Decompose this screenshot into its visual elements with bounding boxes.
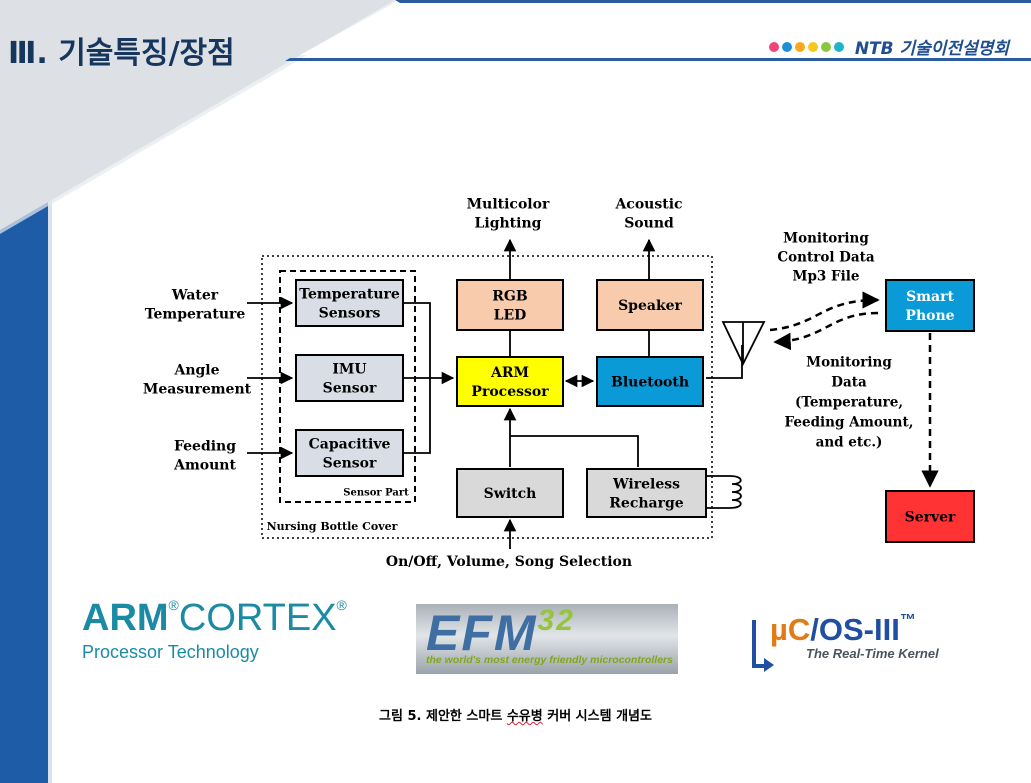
- arm-cortex-logo: ARM®CORTEX® Processor Technology: [82, 597, 382, 672]
- page-title: Ⅲ. 기술특징/장점: [8, 36, 235, 71]
- brand-dot: [768, 41, 779, 52]
- header-blue-underline: [285, 58, 1031, 61]
- ucos-bracket-icon: [752, 620, 770, 668]
- arm-processor-box: [456, 356, 564, 407]
- brand-label: NTB 기술이전설명회: [768, 34, 1009, 59]
- line-wireless-to-arm: [510, 435, 639, 467]
- sensor-part-border: [279, 270, 416, 503]
- server-box: [885, 490, 975, 543]
- speaker-box: [596, 279, 704, 331]
- ucos-wordmark: µC/OS-III™: [770, 612, 916, 647]
- speaker-label: Speaker: [618, 298, 682, 314]
- ucos-logo: µC/OS-III™ The Real-Time Kernel: [748, 612, 1008, 672]
- sensor-part-label: Sensor Part: [343, 488, 409, 499]
- recharge-coil: [706, 475, 742, 509]
- top-blue-line: [395, 0, 1031, 3]
- line-bt-antenna: [706, 345, 743, 379]
- arm-cortex-subtitle: Processor Technology: [82, 642, 259, 662]
- wireless-from-phone: [773, 311, 879, 351]
- efm32-tagline: the world's most energy friendly microco…: [426, 654, 673, 666]
- efm32-wordmark: EFM32: [426, 604, 575, 661]
- cover-border: [261, 255, 713, 539]
- left-bar-edge: [48, 0, 52, 783]
- capacitive-sensor-box: [295, 429, 404, 477]
- user-input-label: On/Off, Volume, Song Selection: [386, 554, 632, 570]
- brand-dot: [794, 41, 805, 52]
- caption-part-1: 그림 5. 제안한 스마트: [379, 709, 507, 724]
- smart-phone-box: [885, 279, 975, 332]
- header-white-band: [300, 0, 1031, 55]
- wireless-recharge-box: [586, 468, 707, 518]
- ucos-arrow-icon: [764, 658, 774, 672]
- cover-label: Nursing Bottle Cover: [267, 520, 398, 533]
- brand-dot: [820, 41, 831, 52]
- caption-part-3: 커버 시스템 개념도: [542, 709, 652, 724]
- caption-part-2: 수유병: [506, 709, 543, 724]
- brand-dot: [833, 41, 844, 52]
- efm32-logo: EFM32 the world's most energy friendly m…: [416, 604, 678, 674]
- bluetooth-box: [596, 356, 704, 407]
- server-label: Server: [905, 509, 956, 525]
- switch-label: Switch: [484, 486, 537, 502]
- wireless-to-phone: [769, 291, 880, 332]
- arm-cortex-wordmark: ARM®CORTEX®: [82, 597, 347, 639]
- figure-caption: 그림 5. 제안한 스마트 수유병 커버 시스템 개념도: [0, 705, 1031, 724]
- brand-dots: [768, 41, 847, 52]
- brand-text: NTB 기술이전설명회: [854, 39, 1009, 59]
- bluetooth-label: Bluetooth: [611, 374, 689, 390]
- ucos-subtitle: The Real-Time Kernel: [806, 646, 939, 661]
- brand-dot: [807, 41, 818, 52]
- brand-dot: [781, 41, 792, 52]
- switch-box: [456, 468, 564, 518]
